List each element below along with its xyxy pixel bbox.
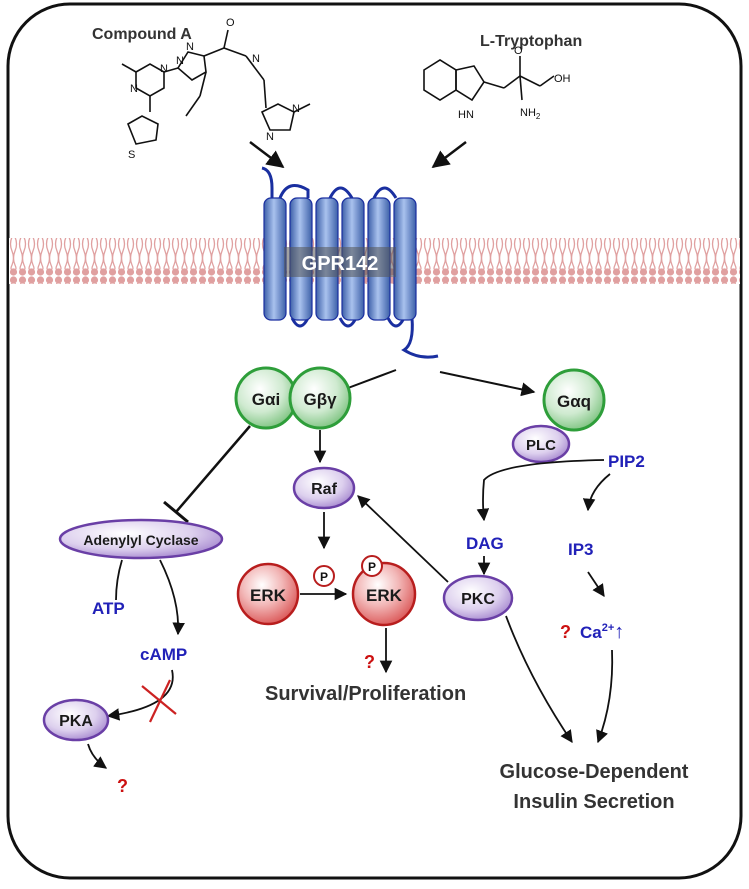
erk-unknown-mark: ? <box>364 652 375 672</box>
svg-text:N: N <box>160 63 168 75</box>
tryptophan-arrow <box>431 141 467 169</box>
gpr142-label: GPR142 <box>302 253 379 275</box>
pka-downstream-arrow <box>87 743 108 769</box>
svg-text:N: N <box>130 83 138 95</box>
atp-connector <box>115 559 123 601</box>
svg-text:N: N <box>176 55 184 67</box>
svg-text:N: N <box>266 131 274 143</box>
compound-a-label: Compound A <box>92 26 192 43</box>
insulin-secretion-line2: Insulin Secretion <box>513 791 674 813</box>
svg-text:Raf: Raf <box>311 481 337 498</box>
svg-text:Adenylyl Cyclase: Adenylyl Cyclase <box>83 532 198 548</box>
svg-text:P: P <box>320 570 328 584</box>
svg-text:ERK: ERK <box>250 586 287 605</box>
svg-text:PKC: PKC <box>461 591 495 608</box>
svg-text:O: O <box>226 17 235 29</box>
svg-text:N: N <box>292 103 300 115</box>
svg-text:P: P <box>368 560 376 574</box>
phosphate-badge-2: P <box>361 555 383 577</box>
svg-text:O: O <box>514 45 523 57</box>
svg-text:N: N <box>186 41 194 53</box>
svg-text:PKA: PKA <box>59 713 93 730</box>
atp-to-camp-arrow <box>159 559 185 636</box>
receptor-to-gaq-arrow <box>439 371 536 397</box>
l-tryptophan-structure <box>423 56 555 102</box>
svg-text:OH: OH <box>554 73 571 85</box>
svg-text:ERK: ERK <box>366 586 403 605</box>
erk-node: ERK <box>236 562 300 626</box>
galpha-i: Gαi <box>234 366 298 430</box>
cell-boundary <box>6 2 743 880</box>
svg-text:NH2: NH2 <box>520 107 541 121</box>
plc-node: PLC <box>511 424 571 464</box>
svg-text:S: S <box>128 149 135 161</box>
svg-text:HN: HN <box>458 109 474 121</box>
gpr142-receptor: GPR142 <box>261 166 439 359</box>
pkc-to-insulin-arrow <box>505 615 573 744</box>
svg-text:Gβγ: Gβγ <box>303 390 337 409</box>
svg-text:Gαi: Gαi <box>252 390 280 409</box>
gai-inhibition-bar <box>163 500 189 524</box>
svg-text:Gαq: Gαq <box>557 392 591 411</box>
atp-label: ATP <box>92 599 125 618</box>
compound-a-arrow <box>249 141 285 169</box>
camp-label: cAMP <box>140 645 187 664</box>
ip3-label: IP3 <box>568 540 594 559</box>
svg-text:PLC: PLC <box>526 437 556 454</box>
dag-label: DAG <box>466 534 504 553</box>
compound-a-structure <box>121 29 311 145</box>
pip2-to-dag-arrow <box>476 459 605 522</box>
pka-unknown-mark: ? <box>117 776 128 796</box>
l-tryptophan-label: L-Tryptophan <box>480 33 582 50</box>
adenylyl-cyclase-node: Adenylyl Cyclase <box>58 518 224 560</box>
galpha-q: Gαq <box>542 368 606 432</box>
compound-a-atom-labels: N N N N O N N N S <box>128 17 300 161</box>
calcium-unknown-mark: ? <box>560 622 571 642</box>
pkc-node: PKC <box>442 574 514 622</box>
l-tryptophan-atom-labels: O OH HN NH2 <box>458 45 571 121</box>
insulin-secretion-line1: Glucose-Dependent <box>500 761 689 783</box>
pip2-to-ip3-arrow <box>582 473 611 512</box>
gbeta-gamma: Gβγ <box>288 366 352 430</box>
phosphate-badge-1: P <box>313 565 335 587</box>
pkc-to-raf-arrow <box>357 495 449 583</box>
survival-proliferation-label: Survival/Proliferation <box>265 683 466 705</box>
blocked-x-mark <box>141 679 177 723</box>
raf-node: Raf <box>292 466 356 510</box>
gai-inhibition-line <box>175 425 251 513</box>
pka-node: PKA <box>42 698 110 742</box>
ip3-to-calcium-arrow <box>587 571 605 598</box>
calcium-to-insulin-arrow <box>596 649 614 744</box>
phospho-erk-node: ERK <box>351 561 417 627</box>
pip2-label: PIP2 <box>608 452 645 471</box>
svg-text:N: N <box>252 53 260 65</box>
calcium-label: Ca2+↑ <box>580 621 624 643</box>
